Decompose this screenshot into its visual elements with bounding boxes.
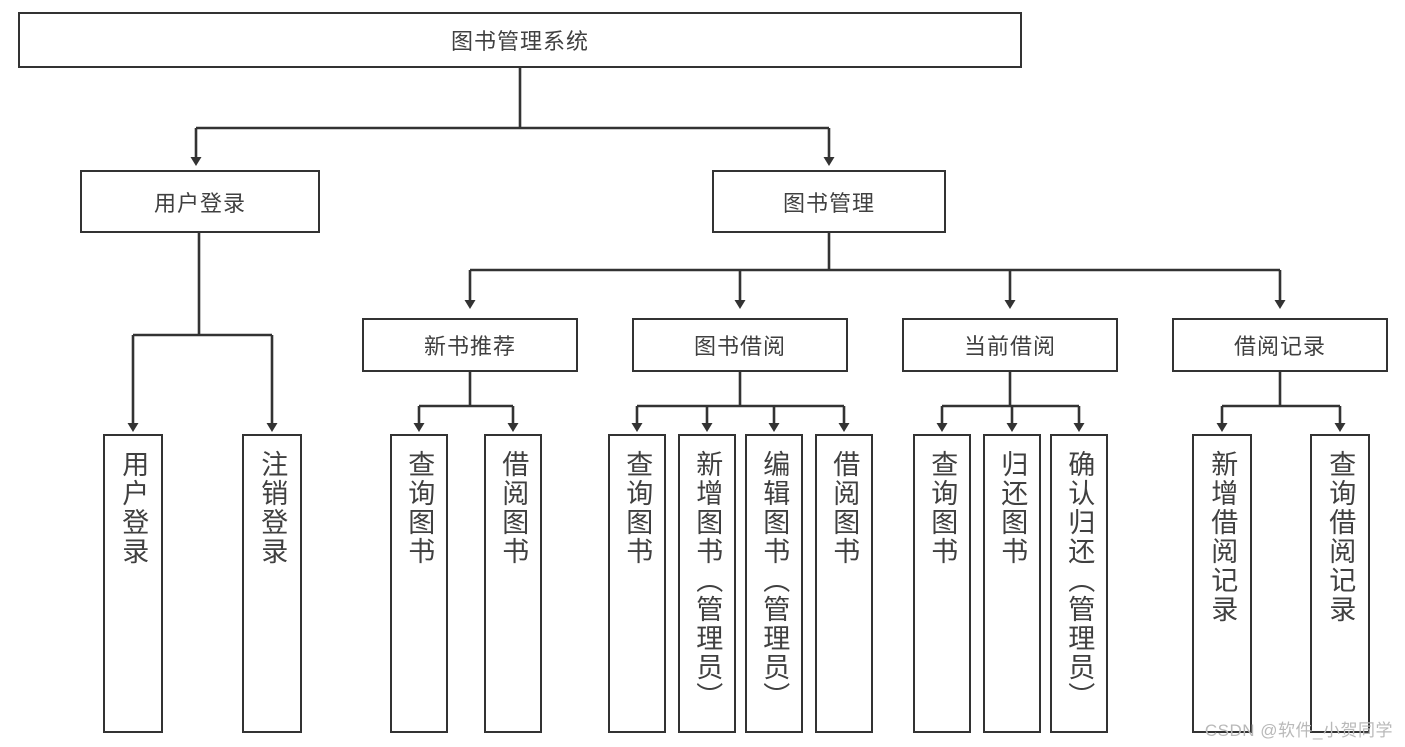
node-new-book-recommend[interactable]: 新书推荐 <box>362 318 578 372</box>
node-root-label: 图书管理系统 <box>450 29 589 54</box>
node-book-management[interactable]: 图书管理 <box>712 170 946 233</box>
leaf-book-borrow-3[interactable]: 编辑图书（管理员） <box>745 434 803 733</box>
leaf-book-borrow-1[interactable]: 查询图书 <box>608 434 666 733</box>
leaf-label: 用户登录 <box>118 450 149 566</box>
leaf-new-book-1[interactable]: 查询图书 <box>390 434 448 733</box>
leaf-new-book-2[interactable]: 借阅图书 <box>484 434 542 733</box>
node-current-borrow-label: 当前借阅 <box>963 334 1056 359</box>
leaf-label: 归还图书 <box>997 450 1028 566</box>
leaf-label: 借阅图书 <box>498 450 529 566</box>
node-book-borrow[interactable]: 图书借阅 <box>632 318 848 372</box>
leaf-user-login-2[interactable]: 注销登录 <box>242 434 302 733</box>
csdn-watermark: CSDN @软件_小贺同学 <box>1204 721 1393 740</box>
node-user-login[interactable]: 用户登录 <box>80 170 320 233</box>
leaf-current-borrow-3[interactable]: 确认归还（管理员） <box>1050 434 1108 733</box>
node-new-book-recommend-label: 新书推荐 <box>423 334 516 359</box>
leaf-label: 查询图书 <box>404 450 435 566</box>
leaf-borrow-record-1[interactable]: 新增借阅记录 <box>1192 434 1252 733</box>
node-book-borrow-label: 图书借阅 <box>693 334 786 359</box>
leaf-user-login-1[interactable]: 用户登录 <box>103 434 163 733</box>
leaf-label: 查询图书 <box>622 450 653 566</box>
node-current-borrow[interactable]: 当前借阅 <box>902 318 1118 372</box>
leaf-label: 新增借阅记录 <box>1207 450 1238 624</box>
leaf-current-borrow-1[interactable]: 查询图书 <box>913 434 971 733</box>
leaf-book-borrow-2[interactable]: 新增图书（管理员） <box>678 434 736 733</box>
leaf-borrow-record-2[interactable]: 查询借阅记录 <box>1310 434 1370 733</box>
node-root[interactable]: 图书管理系统 <box>18 12 1022 68</box>
leaf-label: 新增图书（管理员） <box>692 450 723 711</box>
leaf-label: 确认归还（管理员） <box>1064 450 1095 711</box>
node-book-management-label: 图书管理 <box>782 190 875 216</box>
leaf-current-borrow-2[interactable]: 归还图书 <box>983 434 1041 733</box>
leaf-book-borrow-4[interactable]: 借阅图书 <box>815 434 873 733</box>
node-borrow-record-label: 借阅记录 <box>1233 334 1326 359</box>
node-borrow-record[interactable]: 借阅记录 <box>1172 318 1388 372</box>
leaf-label: 编辑图书（管理员） <box>759 450 790 711</box>
leaf-label: 借阅图书 <box>829 450 860 566</box>
leaf-label: 查询图书 <box>927 450 958 566</box>
leaf-label: 查询借阅记录 <box>1325 450 1356 624</box>
leaf-label: 注销登录 <box>257 450 288 566</box>
node-user-login-label: 用户登录 <box>153 190 246 216</box>
